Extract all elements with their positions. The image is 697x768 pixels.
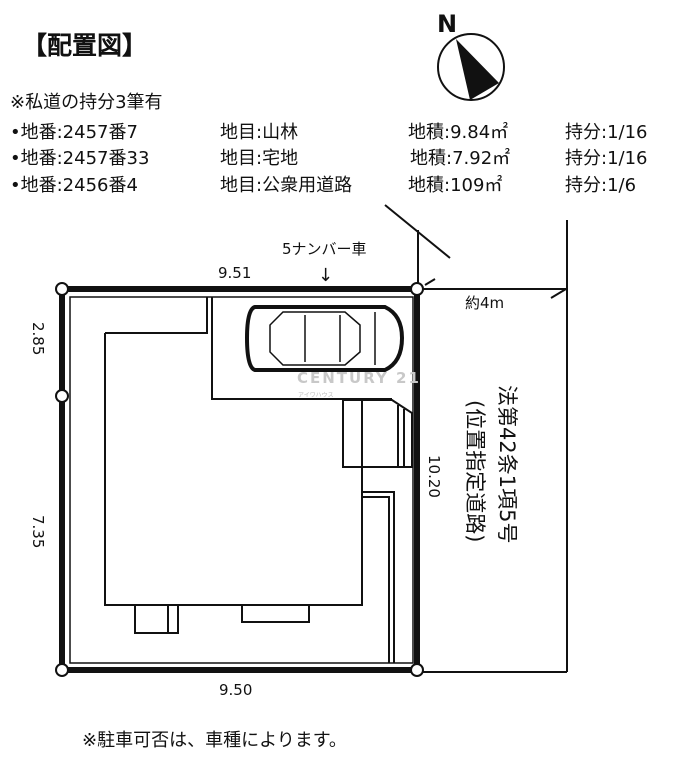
road-width-label: 約4m bbox=[465, 294, 504, 312]
lot-area: 地積:7.92㎡ bbox=[410, 147, 510, 169]
north-compass-icon: N bbox=[437, 10, 505, 101]
lot-number: •地番:2457番7 bbox=[10, 122, 138, 143]
road-designation-label: (位置指定道路) bbox=[463, 400, 487, 542]
lot-share: 持分:1/6 bbox=[565, 175, 636, 196]
private-road-heading: ※私道の持分3筆有 bbox=[10, 92, 163, 113]
road-outline bbox=[384, 204, 568, 673]
compass-north-label: N bbox=[437, 10, 457, 38]
lot-share: 持分:1/16 bbox=[565, 148, 648, 169]
dim-left-lower: 7.35 bbox=[29, 515, 47, 548]
dim-bottom: 9.50 bbox=[219, 681, 252, 699]
private-road-info: ※私道の持分3筆有 •地番:2457番7 地目:山林 地積:9.84㎡ 持分:1… bbox=[10, 92, 648, 196]
dim-left-upper: 2.85 bbox=[29, 322, 47, 355]
lot-row: •地番:2457番7 地目:山林 地積:9.84㎡ 持分:1/16 bbox=[10, 121, 648, 143]
lot-row: •地番:2457番33 地目:宅地 地積:7.92㎡ 持分:1/16 bbox=[10, 147, 648, 169]
watermark-logo: CENTURY 21 bbox=[297, 369, 421, 387]
lot-share: 持分:1/16 bbox=[565, 122, 648, 143]
building-footprint bbox=[104, 297, 413, 663]
dim-top: 9.51 bbox=[218, 264, 251, 282]
dim-right: 10.20 bbox=[425, 455, 443, 498]
lot-area: 地積:9.84㎡ bbox=[408, 121, 508, 143]
watermark-sub: アイワハウス bbox=[298, 391, 334, 399]
car-size-label: 5ナンバー車 bbox=[282, 240, 367, 258]
page-title: 【配置図】 bbox=[22, 31, 147, 60]
lot-area: 地積:109㎡ bbox=[408, 174, 502, 196]
lot-number: •地番:2457番33 bbox=[10, 148, 149, 169]
lot-row: •地番:2456番4 地目:公衆用道路 地積:109㎡ 持分:1/6 bbox=[10, 174, 636, 196]
lot-category: 地目:公衆用道路 bbox=[220, 175, 352, 196]
boundary-markers bbox=[55, 282, 424, 677]
arrow-down-icon: ↓ bbox=[318, 265, 333, 286]
car-icon bbox=[244, 305, 405, 372]
lot-category: 地目:宅地 bbox=[220, 148, 298, 169]
site-boundary bbox=[59, 286, 420, 673]
lot-category: 地目:山林 bbox=[220, 122, 298, 143]
lot-number: •地番:2456番4 bbox=[10, 175, 138, 196]
road-type-label: 法第42条1項5号 bbox=[495, 385, 519, 543]
parking-note: ※駐車可否は、車種によります。 bbox=[82, 730, 347, 751]
